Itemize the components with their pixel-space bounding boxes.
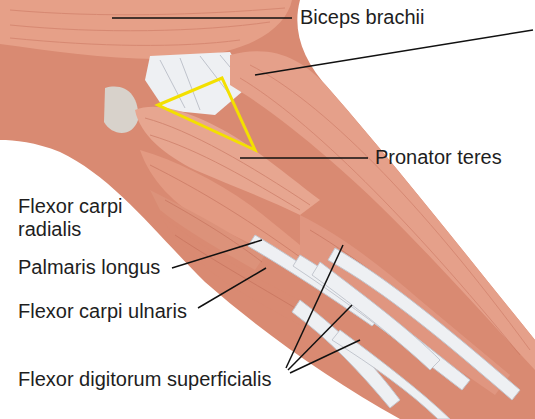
muscle-label: Biceps brachii: [300, 6, 500, 29]
muscle-label: Flexor carpi radialis: [18, 195, 163, 241]
muscle-label: Pronator teres: [375, 146, 530, 169]
leader-line: [255, 30, 533, 75]
muscle-label: Flexor carpi ulnaris: [18, 300, 203, 323]
epicondyle: [104, 87, 138, 133]
leader-line: [112, 17, 292, 19]
brachioradialis: [230, 51, 535, 370]
muscle-label: Flexor digitorum superficialis: [18, 368, 288, 391]
flexor-carpi-radialis: [140, 150, 320, 275]
leader-line: [290, 340, 360, 373]
wrist-tendons: [248, 235, 520, 419]
biceps-muscle: [0, 0, 292, 59]
muscle-label: Palmaris longus: [18, 256, 178, 279]
leader-line: [198, 268, 266, 308]
leader-line: [172, 240, 262, 268]
leader-line: [286, 245, 343, 368]
leader-line: [240, 157, 368, 159]
leader-line: [288, 305, 352, 370]
biceps-fibres: [10, 8, 285, 45]
muscle-fibres: [150, 165, 505, 385]
cubital-fossa-triangle: [158, 78, 255, 150]
